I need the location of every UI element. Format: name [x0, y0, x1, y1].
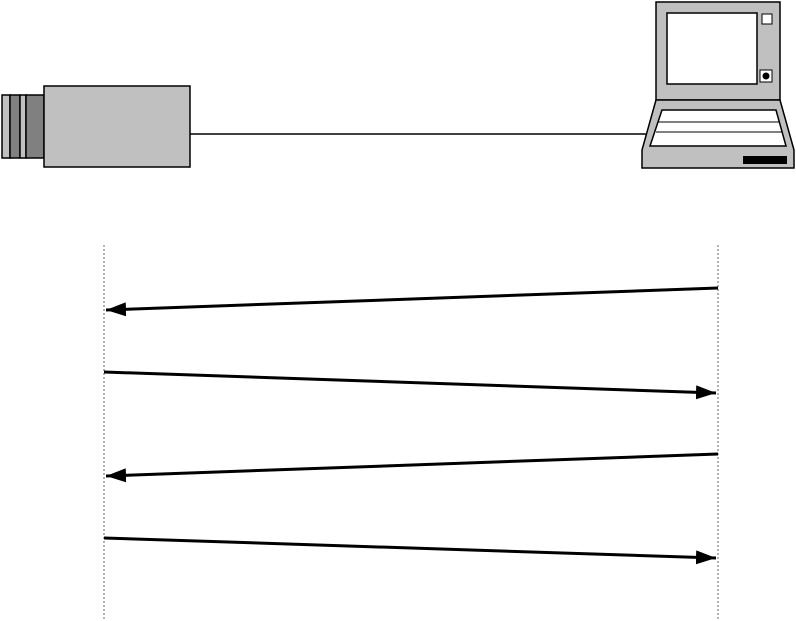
message-arrow: [104, 538, 716, 558]
message-arrow: [104, 372, 716, 393]
camera-icon: [2, 86, 190, 167]
message-arrow: [106, 454, 718, 476]
laptop-icon: [642, 2, 794, 168]
message-arrow: [106, 288, 718, 310]
